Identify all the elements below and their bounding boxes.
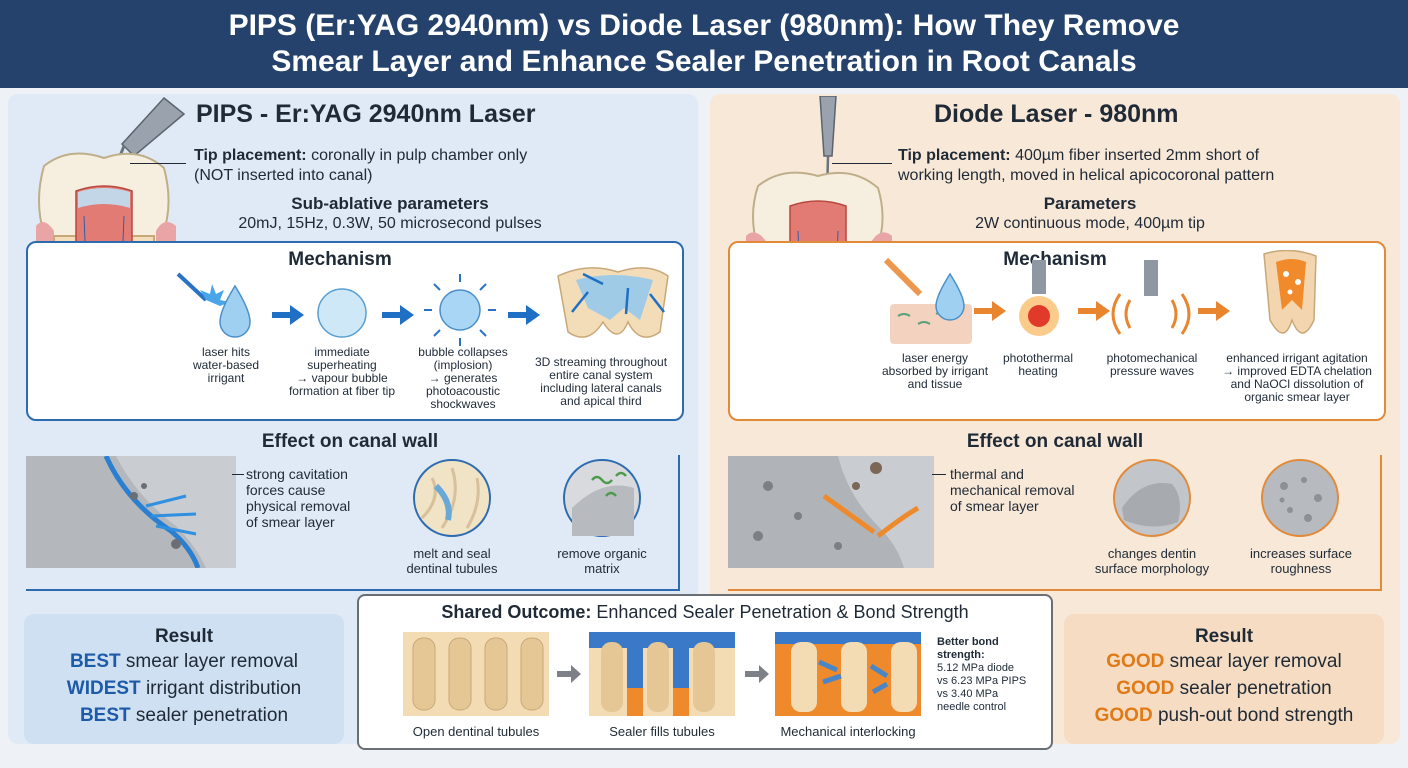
laser-drop-icon bbox=[176, 272, 251, 338]
pips-sem-image bbox=[26, 456, 236, 568]
pips-effect-frame bbox=[26, 455, 680, 591]
pressure-waves-icon bbox=[1111, 260, 1191, 335]
pips-mechanism-title: Mechanism bbox=[288, 249, 392, 270]
sealer-fills-icon bbox=[589, 632, 735, 716]
diode-tip-leader bbox=[832, 163, 892, 164]
title-line-1: PIPS (Er:YAG 2940nm) vs Diode Laser (980… bbox=[228, 9, 1180, 42]
diode-mechanism-icons bbox=[883, 250, 1317, 344]
arrow-icon bbox=[382, 305, 414, 325]
pips-mechanism-icons bbox=[176, 267, 669, 346]
arrow-icon bbox=[745, 665, 769, 683]
pips-effect-leader bbox=[232, 474, 244, 475]
pips-result-box: Result BEST smear layer removal WIDEST i… bbox=[24, 614, 344, 744]
pips-result-line-3: BEST sealer penetration bbox=[79, 705, 289, 726]
organic-matrix-icon bbox=[563, 459, 641, 537]
tissue-absorption-icon bbox=[883, 257, 972, 344]
diode-tip-text-2: working length, moved in helical apicoco… bbox=[898, 167, 1275, 184]
diode-result-title: Result bbox=[1194, 626, 1254, 647]
pips-result-title: Result bbox=[154, 626, 214, 647]
dentin-morphology-icon bbox=[1113, 459, 1191, 537]
shared-stage-3: Mechanical interlocking bbox=[780, 724, 916, 739]
diode-tip-text-1: 400µm fiber inserted 2mm short of bbox=[1015, 147, 1260, 164]
pips-tip-placement: Tip placement: coronally in pulp chamber… bbox=[194, 146, 527, 186]
shared-outcome-title: Shared Outcome: Enhanced Sealer Penetrat… bbox=[441, 602, 969, 622]
photothermal-heating-icon bbox=[1019, 260, 1059, 336]
diode-effect-leader bbox=[932, 474, 946, 475]
mechanical-interlocking-icon bbox=[775, 632, 921, 716]
cavitation-arrows-icon bbox=[145, 494, 197, 536]
arrow-icon bbox=[974, 301, 1006, 321]
diode-tip-placement: Tip placement: 400µm fiber inserted 2mm … bbox=[898, 146, 1274, 186]
open-tubules-icon bbox=[403, 632, 549, 716]
pips-params-value: 20mJ, 15Hz, 0.3W, 50 microsecond pulses bbox=[238, 215, 542, 232]
diode-result-line-3: GOOD push-out bond strength bbox=[1094, 705, 1354, 726]
diode-title: Diode Laser - 980nm bbox=[934, 100, 1179, 128]
diode-result-box: Result GOOD smear layer removal GOOD sea… bbox=[1064, 614, 1384, 744]
pips-effect-title: Effect on canal wall bbox=[261, 431, 439, 452]
diode-mech-step-4: enhanced irrigant agitation→ improved ED… bbox=[1222, 351, 1372, 404]
diode-result-line-1: GOOD smear layer removal bbox=[1106, 651, 1342, 672]
surface-roughness-icon bbox=[1261, 459, 1339, 537]
pips-result-line-2: WIDEST irrigant distribution bbox=[66, 678, 302, 699]
arrow-icon bbox=[508, 305, 540, 325]
bond-strength-note: Better bond strength: 5.12 MPa diode vs … bbox=[937, 636, 1027, 713]
pips-params-title: Sub-ablative parameters bbox=[291, 194, 489, 213]
pips-tip-label: Tip placement: bbox=[194, 147, 307, 164]
vapour-bubble-icon bbox=[317, 288, 367, 338]
diode-tip-label: Tip placement: bbox=[898, 147, 1011, 164]
pips-title: PIPS - Er:YAG 2940nm Laser bbox=[196, 100, 536, 128]
diode-mechanism-title: Mechanism bbox=[1003, 249, 1107, 270]
diode-effect-frame bbox=[728, 455, 1382, 591]
title-line-2: Smear Layer and Enhance Sealer Penetrati… bbox=[271, 45, 1137, 78]
diode-sem-image bbox=[728, 456, 934, 568]
pips-tip-text-2: (NOT inserted into canal) bbox=[194, 167, 373, 184]
diode-result-line-2: GOOD sealer penetration bbox=[1116, 678, 1332, 699]
bubble-collapse-icon bbox=[424, 274, 496, 346]
thermal-removal-arrows-icon bbox=[822, 493, 920, 538]
header-banner: PIPS (Er:YAG 2940nm) vs Diode Laser (980… bbox=[0, 0, 1408, 88]
arrow-icon bbox=[1198, 301, 1230, 321]
shared-stage-2: Sealer fills tubules bbox=[609, 724, 715, 739]
irrigant-agitation-tooth-icon bbox=[1263, 250, 1317, 334]
shared-stage-1: Open dentinal tubules bbox=[412, 724, 540, 739]
seal-tubules-icon bbox=[413, 459, 491, 537]
shared-outcome-box: Shared Outcome: Enhanced Sealer Penetrat… bbox=[357, 594, 1053, 750]
pips-tip-text-1: coronally in pulp chamber only bbox=[311, 147, 528, 164]
pips-tip-leader bbox=[130, 163, 186, 164]
arrow-icon bbox=[557, 665, 581, 683]
pips-result-line-1: BEST smear layer removal bbox=[69, 651, 299, 672]
diode-params-title: Parameters bbox=[1043, 194, 1137, 213]
diode-params-value: 2W continuous mode, 400µm tip bbox=[975, 215, 1205, 232]
arrow-icon bbox=[1078, 301, 1110, 321]
canal-streaming-icon bbox=[557, 267, 669, 338]
diode-effect-title: Effect on canal wall bbox=[966, 431, 1144, 452]
arrow-icon bbox=[272, 305, 304, 325]
